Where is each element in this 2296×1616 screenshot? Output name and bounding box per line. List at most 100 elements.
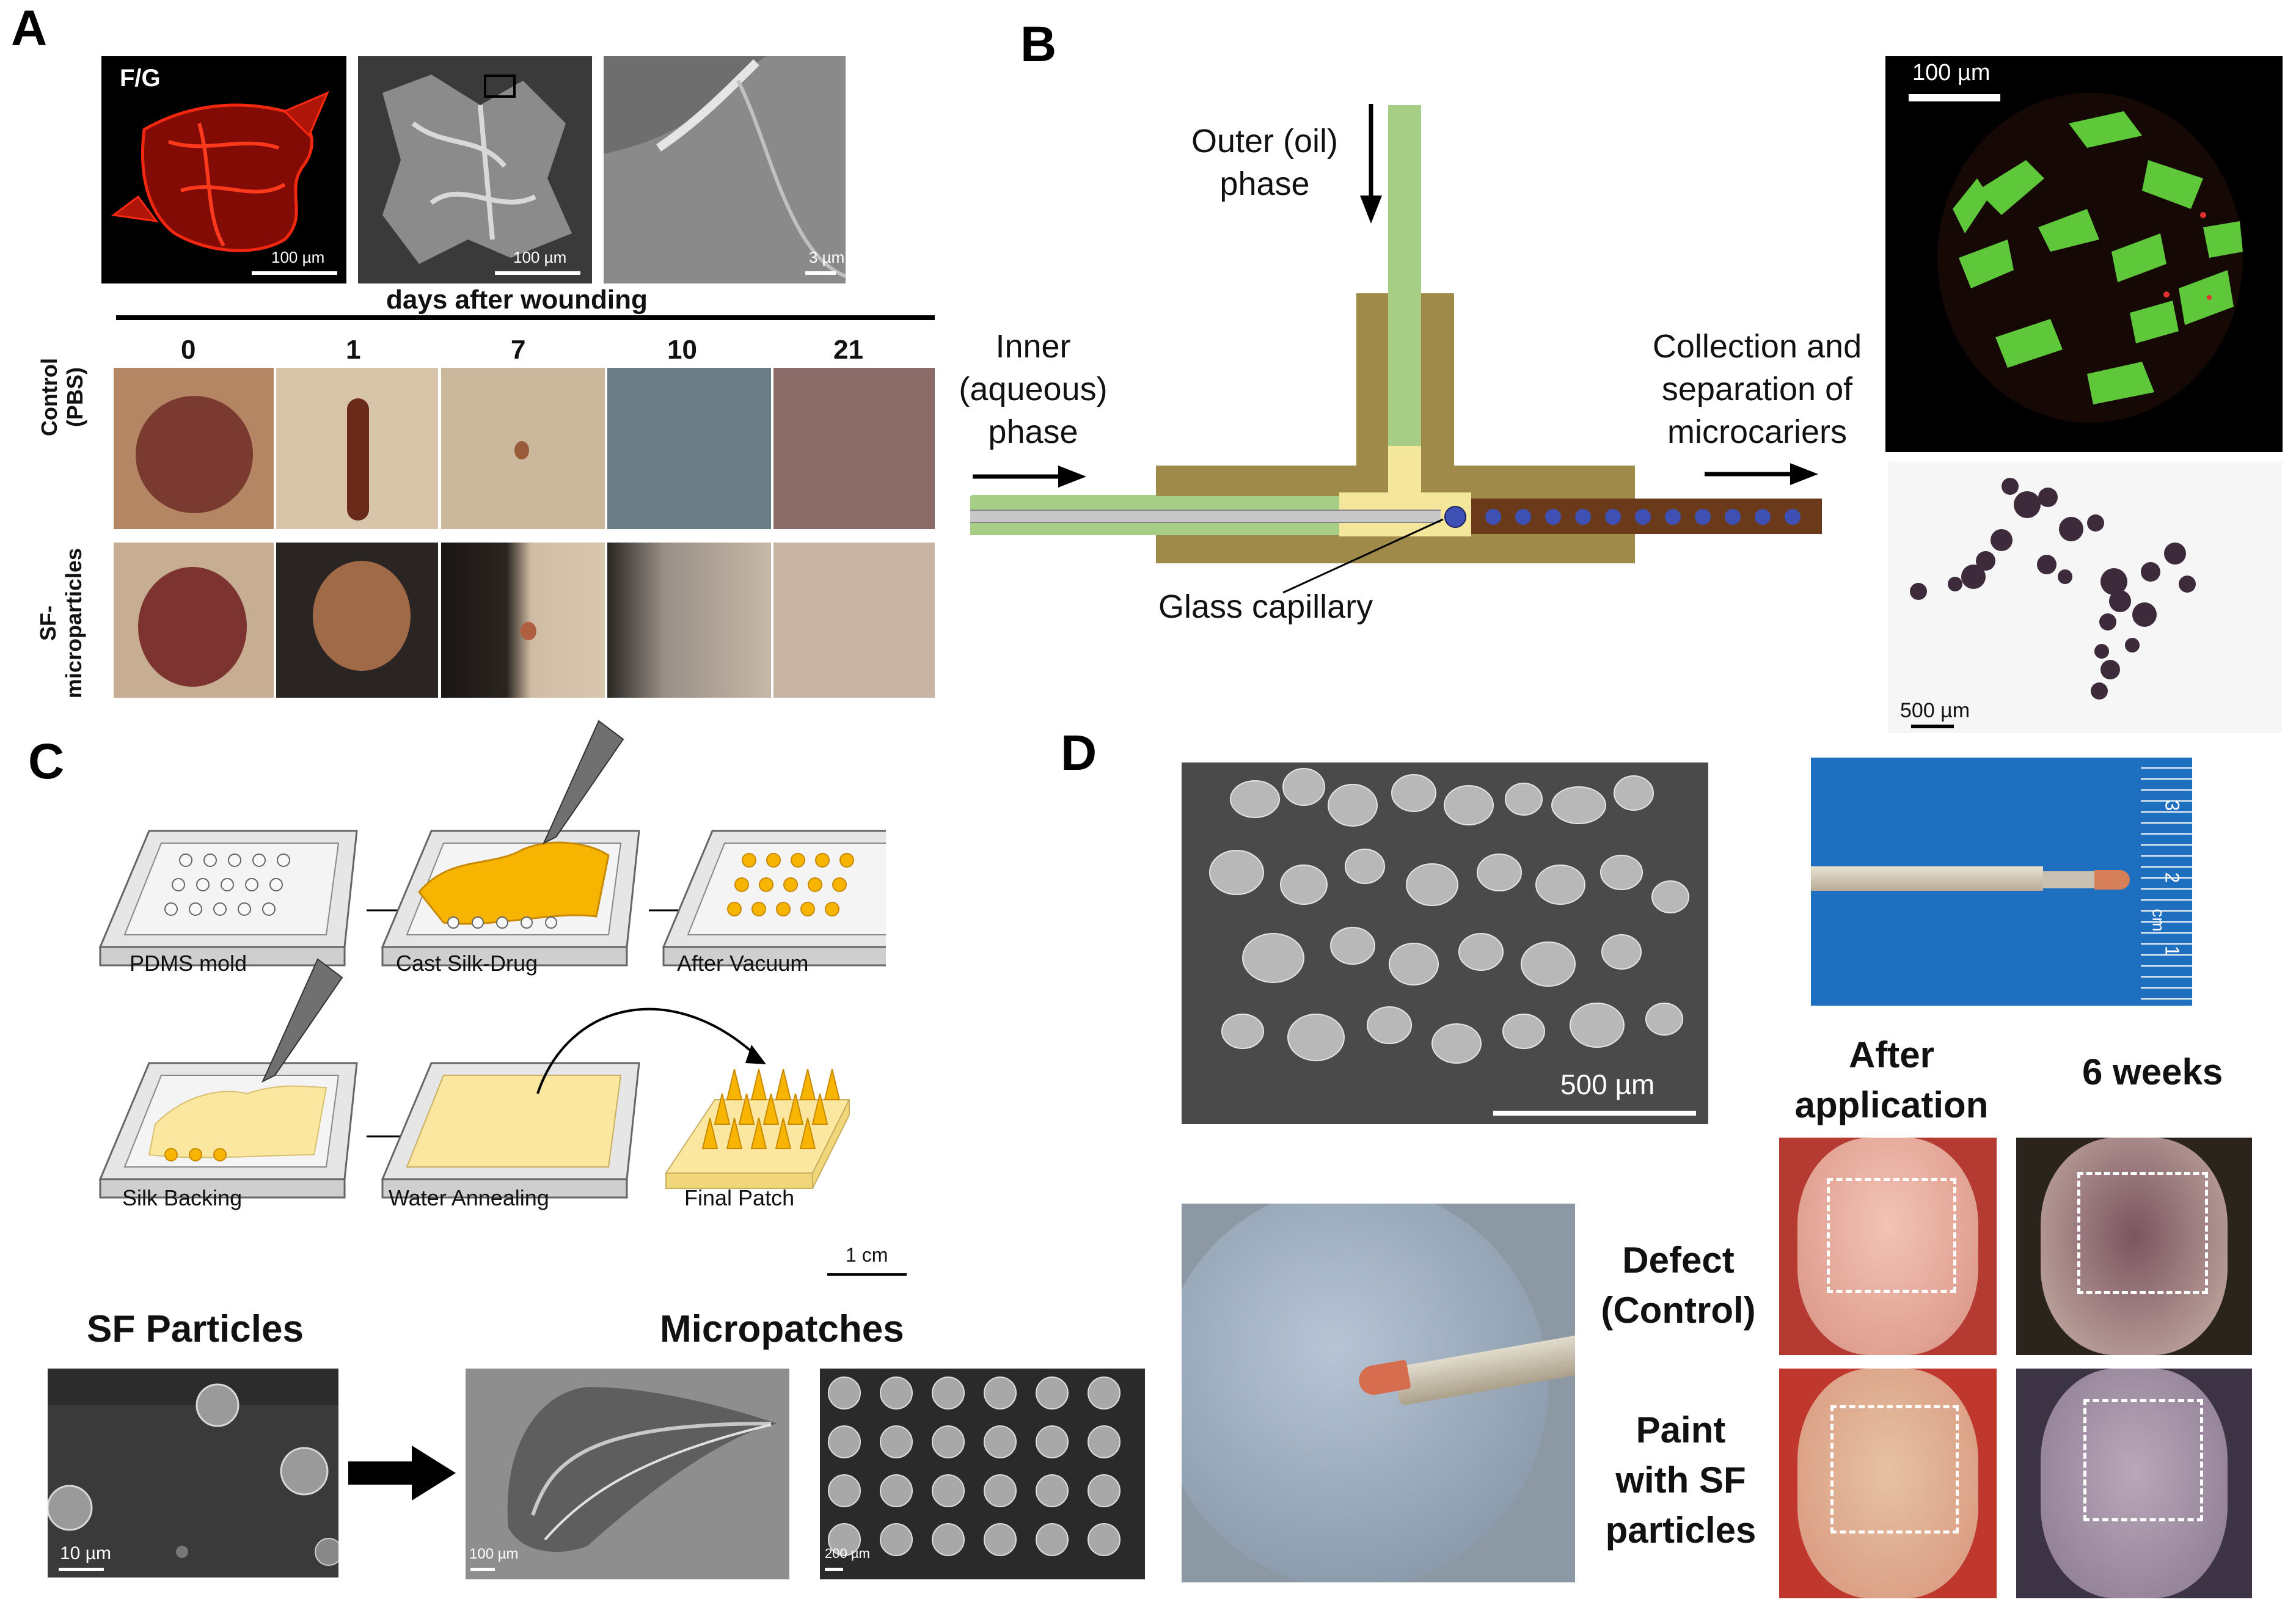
day-1: 1 — [346, 335, 361, 365]
scale-bar — [805, 271, 836, 275]
scale-label: 100 µm — [1912, 60, 1991, 86]
paint-after-application — [1779, 1369, 1997, 1598]
scale-label: 500 µm — [1560, 1069, 1655, 1100]
wound-control-day1 — [276, 368, 438, 529]
outer-phase-label: Outer (oil) phase — [1191, 123, 1339, 202]
ruler-unit: cm — [2149, 909, 2168, 932]
scale-label: 100 µm — [271, 248, 325, 266]
micropatches-title: Micropatches — [660, 1308, 904, 1350]
tray-silk-backing — [98, 1062, 358, 1199]
day-7: 7 — [511, 335, 526, 365]
defect-outline — [1830, 1405, 1959, 1534]
scale-bar — [1909, 94, 2000, 101]
scale-label: 1 cm — [846, 1244, 888, 1266]
ruler-mark-3: 3 — [2161, 800, 2184, 811]
scale-bar — [1493, 1111, 1696, 1116]
row-label-control: Control (PBS) — [37, 358, 87, 436]
glass-capillary-tube — [970, 510, 1441, 523]
scale-bar — [252, 271, 337, 275]
scale-bar — [59, 1568, 104, 1571]
brush-ruler-photo: 3 2 1 cm — [1811, 758, 2192, 1006]
wound-sf-day1 — [276, 543, 438, 698]
wound-sf-day10 — [607, 543, 771, 698]
panel-letter-d: D — [1061, 725, 1097, 781]
fabrication-schematic — [98, 720, 886, 1199]
wound-sf-day21 — [773, 543, 935, 698]
row-label-sf: SF- microparticles — [35, 547, 86, 699]
scale-bar — [470, 1568, 495, 1571]
outer-phase-channel — [1388, 105, 1421, 446]
confocal-microcarrier-image: 100 µm — [1885, 56, 2283, 452]
defect-after-application — [1779, 1138, 1997, 1355]
brush-ferrule — [2043, 871, 2094, 888]
defect-outline — [2083, 1399, 2203, 1521]
column-after-application: After application — [1794, 1034, 1989, 1125]
header-rule — [116, 315, 935, 320]
wound-control-day21 — [773, 368, 935, 529]
big-arrow-right-icon — [348, 1446, 456, 1501]
paint-6-weeks — [2016, 1369, 2252, 1598]
microcarrier-brightfield-image: 500 µm — [1888, 462, 2282, 733]
brush-handle — [1811, 866, 2043, 891]
sf-particles-sem-image: 10 µm — [48, 1369, 338, 1578]
scale-bar — [1911, 725, 1954, 728]
ruler — [2141, 758, 2192, 1006]
row-defect-control: Defect (Control) — [1601, 1240, 1756, 1331]
defect-outline — [1827, 1178, 1956, 1293]
day-10: 10 — [667, 335, 697, 365]
capillary-pointer-line — [1282, 518, 1444, 594]
ruler-mark-2: 2 — [2161, 872, 2184, 883]
panel-letter-b: B — [1020, 16, 1057, 72]
step-water-annealing: Water Annealing — [389, 1185, 549, 1210]
sf-particles-sem-d-image: 500 µm — [1182, 762, 1708, 1124]
tray-cast-silk-drug — [381, 830, 640, 967]
arrow-down-icon — [1360, 104, 1382, 224]
sem-scaffold-image: 100 µm — [358, 56, 592, 283]
pipette-icon — [261, 958, 343, 1083]
step-after-vacuum: After Vacuum — [677, 951, 809, 976]
collection-label: Collection and separation of microcarier… — [1652, 328, 1862, 450]
wound-sf-day7 — [441, 543, 605, 698]
brush-tip — [2094, 870, 2130, 890]
microneedle-array-sem-image: 200 µm — [820, 1369, 1145, 1579]
wound-sf-day0 — [114, 543, 274, 698]
inner-phase-label: Inner (aqueous) phase — [959, 328, 1108, 450]
step-pdms-mold: PDMS mold — [130, 951, 247, 976]
scale-bar — [825, 1568, 843, 1571]
pipette-icon — [542, 720, 624, 845]
step-silk-backing: Silk Backing — [122, 1185, 243, 1210]
fg-fluorescence-image: F/G 100 µm — [101, 56, 346, 283]
single-microneedle-sem-image: 100 µm — [466, 1369, 789, 1579]
day-0: 0 — [181, 335, 196, 365]
defect-outline — [2077, 1172, 2208, 1294]
tray-water-annealing — [381, 1062, 640, 1199]
sem-zoom-image: 3 µm — [604, 56, 846, 283]
days-after-wounding-header: days after wounding — [386, 285, 648, 315]
scale-label: 100 µm — [469, 1546, 519, 1562]
eye-brush-photo — [1182, 1204, 1575, 1582]
fg-label: F/G — [120, 65, 161, 92]
scale-bar — [495, 271, 580, 275]
scale-label: 10 µm — [60, 1543, 111, 1563]
arrow-right-icon — [1705, 463, 1818, 485]
step-final-patch: Final Patch — [684, 1185, 795, 1210]
step-cast-silk-drug: Cast Silk-Drug — [396, 951, 538, 976]
wound-control-day7 — [441, 368, 605, 529]
tray-pdms-mold — [98, 830, 358, 967]
scale-label: 200 µm — [825, 1546, 870, 1561]
defect-6-weeks — [2016, 1138, 2252, 1355]
wound-control-day10 — [607, 368, 771, 529]
row-paint-sf: Paint with SF particles — [1605, 1409, 1757, 1551]
sf-particles-title: SF Particles — [87, 1308, 304, 1350]
tray-after-vacuum — [662, 830, 886, 967]
wound-control-day0 — [114, 368, 274, 529]
arrow-right-icon — [973, 466, 1086, 488]
panel-letter-c: C — [28, 734, 65, 789]
column-6-weeks: 6 weeks — [2082, 1051, 2223, 1092]
droplets — [1444, 506, 1801, 528]
scale-label: 100 µm — [513, 248, 567, 266]
scale-label: 500 µm — [1900, 699, 1970, 722]
ruler-mark-1: 1 — [2161, 945, 2184, 957]
panel-letter-a: A — [11, 1, 48, 56]
final-patch — [665, 1069, 850, 1189]
